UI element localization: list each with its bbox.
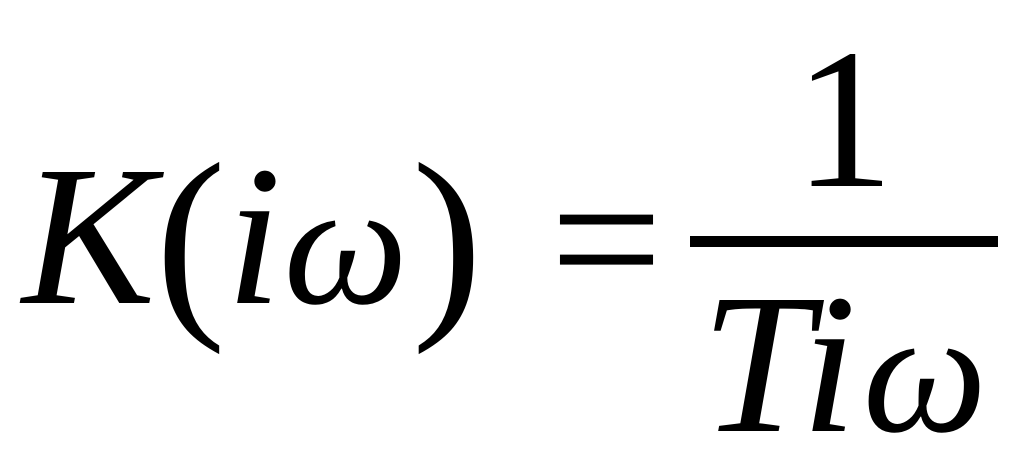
formula-lhs: K(iω): [22, 132, 482, 345]
time-constant-symbol: T: [700, 254, 802, 475]
fraction-denominator: Tiω: [690, 265, 998, 473]
denominator-imaginary-unit: i: [801, 254, 857, 475]
close-paren: ): [411, 120, 483, 355]
equals-sign: =: [550, 129, 663, 350]
open-paren: (: [155, 120, 227, 355]
denominator-omega-symbol: ω: [862, 275, 988, 470]
function-symbol: K: [22, 126, 156, 347]
fraction-bar: [690, 236, 998, 247]
fraction-numerator: 1: [794, 9, 894, 230]
omega-symbol: ω: [283, 147, 408, 342]
imaginary-unit: i: [226, 126, 282, 347]
